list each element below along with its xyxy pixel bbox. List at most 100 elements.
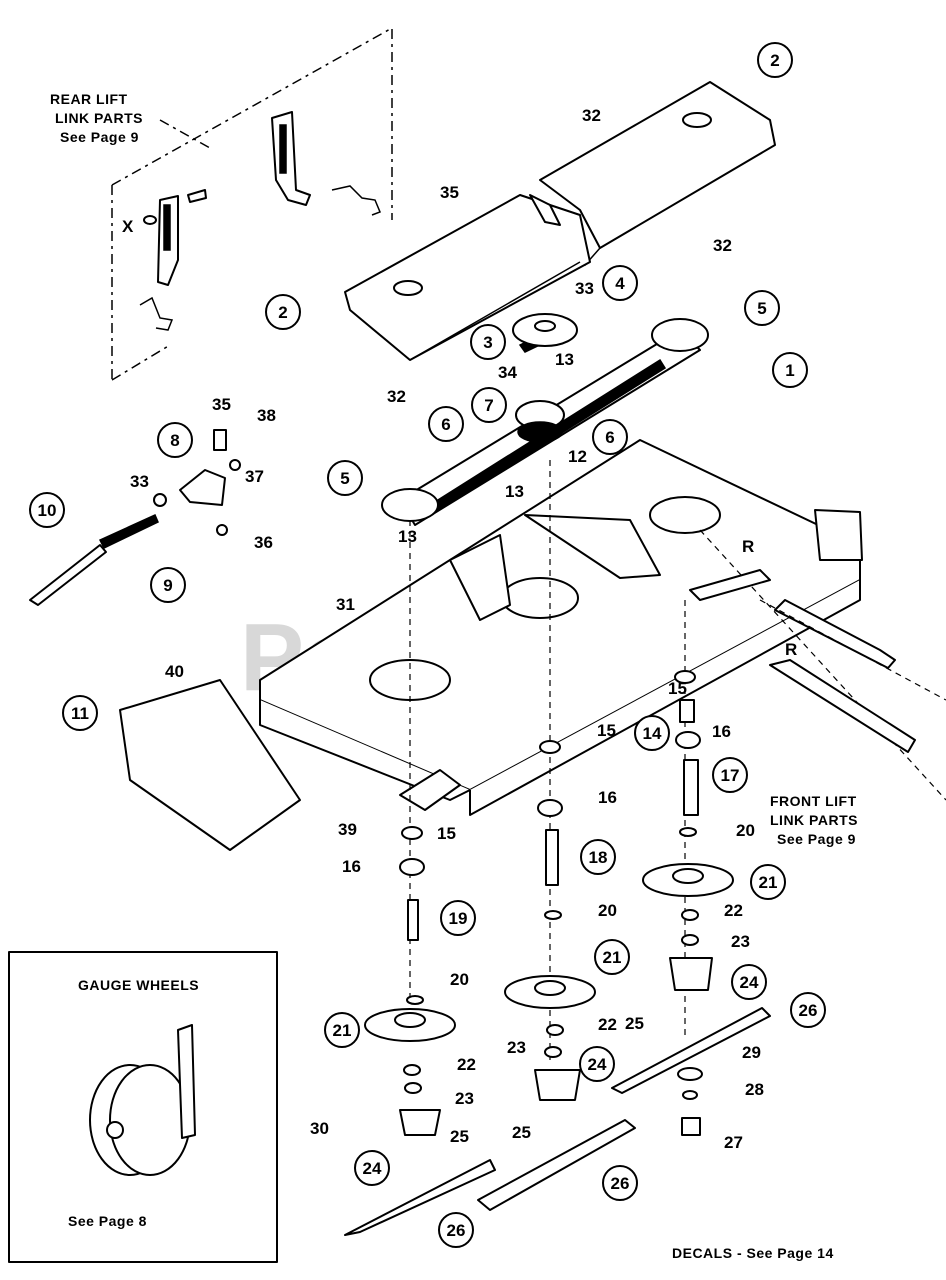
- gauge-wheels-page-ref: See Page 8: [68, 1213, 147, 1229]
- front-lift-label-line1: FRONT LIFT: [770, 793, 857, 809]
- svg-text:21: 21: [603, 948, 622, 967]
- svg-text:9: 9: [163, 576, 172, 595]
- svg-text:26: 26: [447, 1221, 466, 1240]
- svg-text:26: 26: [799, 1001, 818, 1020]
- front-lift-label-line2: LINK PARTS: [770, 812, 858, 828]
- callout-4: 4: [602, 265, 638, 301]
- rear-lift-label-line2: LINK PARTS: [55, 110, 143, 126]
- blade-right: [611, 1007, 771, 1094]
- callout-6: 6: [428, 406, 464, 442]
- part-number-22: 22: [724, 901, 743, 920]
- hand-mark-r-deck: R: [742, 537, 754, 556]
- callout-21: 21: [750, 864, 786, 900]
- callout-14: 14: [634, 715, 670, 751]
- part-number-33: 33: [575, 279, 594, 298]
- svg-text:21: 21: [759, 873, 778, 892]
- part-number-13: 13: [398, 527, 417, 546]
- gauge-wheels-title: GAUGE WHEELS: [78, 977, 199, 993]
- deflector-shield: [119, 679, 301, 851]
- part-number-15: 15: [437, 824, 456, 843]
- svg-text:21: 21: [333, 1021, 352, 1040]
- callout-5: 5: [327, 460, 363, 496]
- svg-text:6: 6: [441, 415, 450, 434]
- svg-text:7: 7: [484, 396, 493, 415]
- part-number-28: 28: [745, 1080, 764, 1099]
- svg-text:2: 2: [278, 303, 287, 322]
- svg-text:5: 5: [757, 299, 766, 318]
- callout-11: 11: [62, 695, 98, 731]
- part-number-16: 16: [342, 857, 361, 876]
- svg-text:18: 18: [589, 848, 608, 867]
- spindle-left: [344, 520, 496, 1236]
- callout-7: 7: [471, 387, 507, 423]
- part-number-39: 39: [338, 820, 357, 839]
- part-number-30: 30: [310, 1119, 329, 1138]
- callout-8: 8: [157, 422, 193, 458]
- rear-lift-parts-region: [111, 26, 393, 381]
- front-lift-parts: [689, 569, 946, 753]
- svg-text:24: 24: [363, 1159, 382, 1178]
- part-number-29: 29: [742, 1043, 761, 1062]
- callout-26: 26: [438, 1212, 474, 1248]
- svg-text:24: 24: [740, 973, 759, 992]
- gauge-wheels-inset: [8, 951, 278, 1263]
- part-number-32: 32: [387, 387, 406, 406]
- front-lift-label-line3: See Page 9: [777, 831, 856, 847]
- part-number-25: 25: [512, 1123, 531, 1142]
- callout-19: 19: [440, 900, 476, 936]
- part-number-25: 25: [450, 1127, 469, 1146]
- callout-24: 24: [731, 964, 767, 1000]
- part-number-34: 34: [498, 363, 517, 382]
- part-number-35: 35: [212, 395, 231, 414]
- svg-text:4: 4: [615, 274, 625, 293]
- part-number-37: 37: [245, 467, 264, 486]
- height-adjust-linkage: [29, 429, 241, 606]
- callout-9: 9: [150, 567, 186, 603]
- part-number-15: 15: [668, 679, 687, 698]
- rear-lift-spring: [331, 185, 381, 216]
- part-number-36: 36: [254, 533, 273, 552]
- part-number-20: 20: [598, 901, 617, 920]
- part-number-15: 15: [597, 721, 616, 740]
- part-number-16: 16: [712, 722, 731, 741]
- callout-17: 17: [712, 757, 748, 793]
- callout-21: 21: [324, 1012, 360, 1048]
- callout-5: 5: [744, 290, 780, 326]
- svg-text:17: 17: [721, 766, 740, 785]
- callout-26: 26: [602, 1165, 638, 1201]
- part-number-23: 23: [507, 1038, 526, 1057]
- callout-6: 6: [592, 419, 628, 455]
- idler-pulley-left: [381, 488, 439, 522]
- callout-24: 24: [354, 1150, 390, 1186]
- svg-text:2: 2: [770, 51, 779, 70]
- spindle-center: [477, 460, 636, 1211]
- svg-text:24: 24: [588, 1055, 607, 1074]
- part-number-23: 23: [455, 1089, 474, 1108]
- mower-deck-housing: [259, 439, 946, 816]
- part-number-13: 13: [505, 482, 524, 501]
- part-number-32: 32: [713, 236, 732, 255]
- belt-cover-right: [539, 81, 776, 249]
- deck-front-tube: [814, 509, 863, 561]
- callout-10: 10: [29, 492, 65, 528]
- rear-lift-label-line1: REAR LIFT: [50, 91, 128, 107]
- hand-mark-r-front: R: [785, 640, 797, 659]
- plain-number-layer: 1213131315151516161620202022222223232325…: [130, 106, 764, 1152]
- callout-26: 26: [790, 992, 826, 1028]
- callout-2: 2: [757, 42, 793, 78]
- svg-text:19: 19: [449, 909, 468, 928]
- svg-text:5: 5: [340, 469, 349, 488]
- svg-text:11: 11: [71, 704, 89, 723]
- idler-pulleys: [381, 313, 709, 522]
- part-number-25: 25: [625, 1014, 644, 1033]
- part-number-35: 35: [440, 183, 459, 202]
- svg-text:14: 14: [643, 724, 662, 743]
- rear-lift-link: [271, 111, 311, 206]
- part-number-20: 20: [450, 970, 469, 989]
- part-number-32: 32: [582, 106, 601, 125]
- svg-text:3: 3: [483, 333, 492, 352]
- part-number-22: 22: [598, 1015, 617, 1034]
- rear-lift-label-line3: See Page 9: [60, 129, 139, 145]
- rear-lift-clip: [139, 296, 174, 331]
